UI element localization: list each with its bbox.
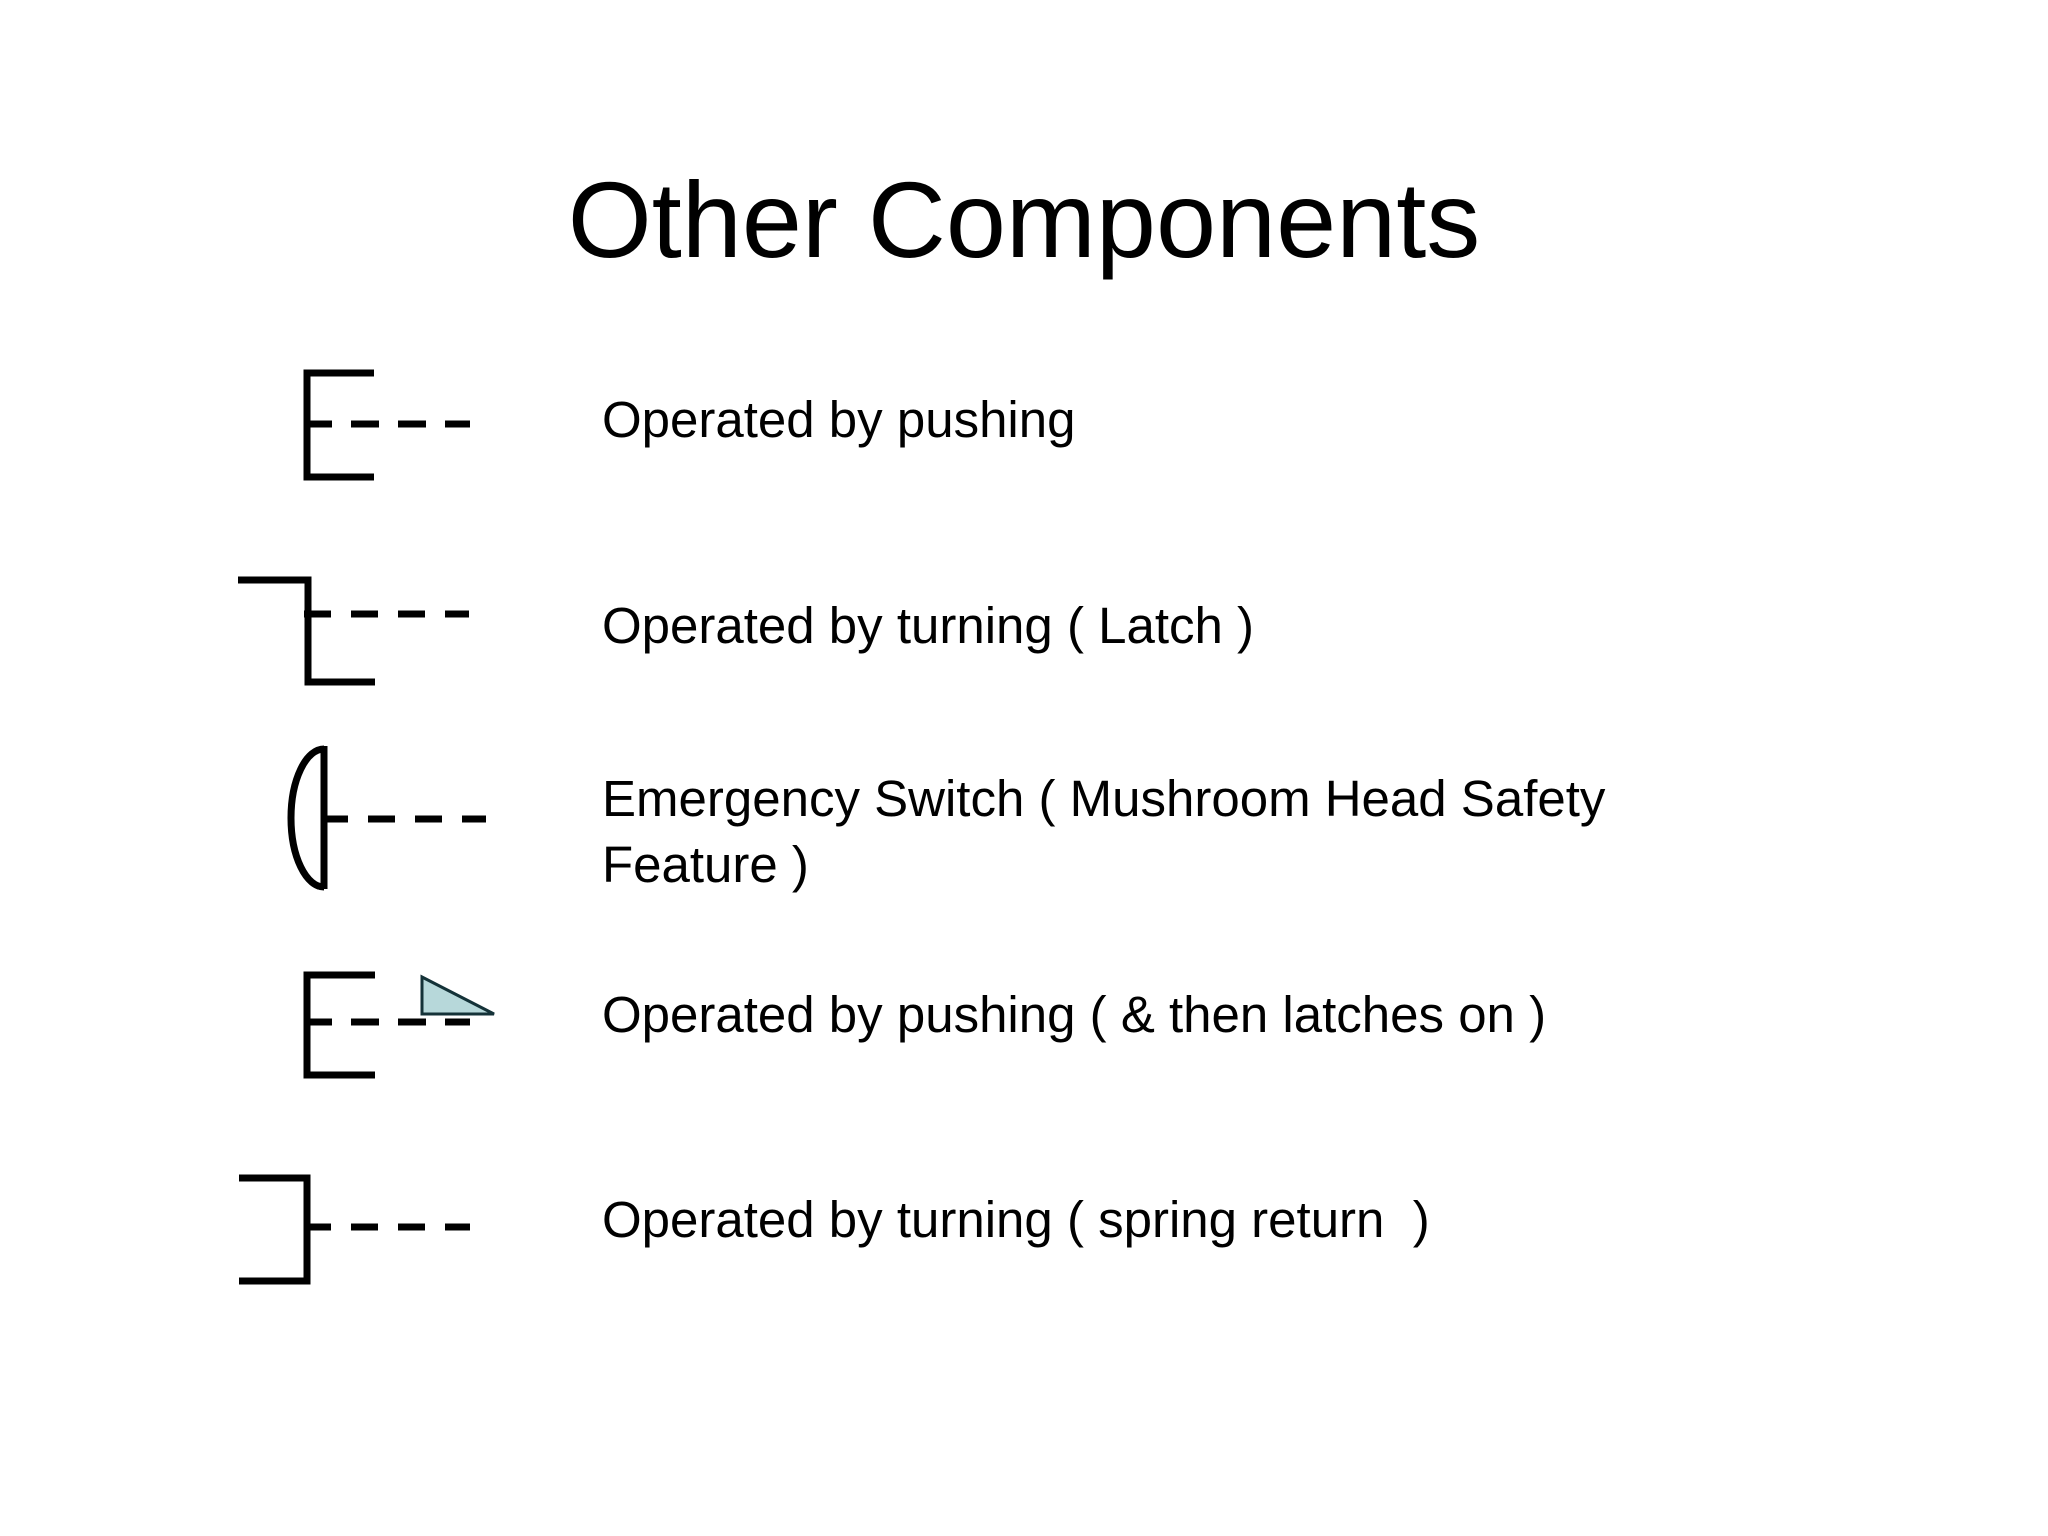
latch-flag-triangle-icon <box>420 974 495 1016</box>
page-title: Other Components <box>567 159 1481 280</box>
turn-spring-return-symbol-icon <box>239 1174 470 1285</box>
turn-latch-operated-symbol-icon <box>238 576 469 686</box>
turn-latch-bracket <box>238 576 375 686</box>
mushroom-head-arc <box>287 745 325 891</box>
symbol-label-emergency-switch: Emergency Switch ( Mushroom Head Safety … <box>602 770 1620 893</box>
symbol-label-push-latches-on: Operated by pushing ( & then latches on … <box>602 986 1547 1043</box>
symbol-label-turn-latch: Operated by turning ( Latch ) <box>602 597 1255 654</box>
emergency-mushroom-switch-symbol-icon <box>287 745 486 891</box>
push-then-latch-symbol-icon <box>303 971 495 1079</box>
symbol-label-turn-spring-return: Operated by turning ( spring return ) <box>602 1191 1430 1248</box>
push-operated-symbol-icon <box>303 369 470 481</box>
spring-return-bracket <box>239 1174 311 1285</box>
symbol-label-push: Operated by pushing <box>602 391 1076 448</box>
